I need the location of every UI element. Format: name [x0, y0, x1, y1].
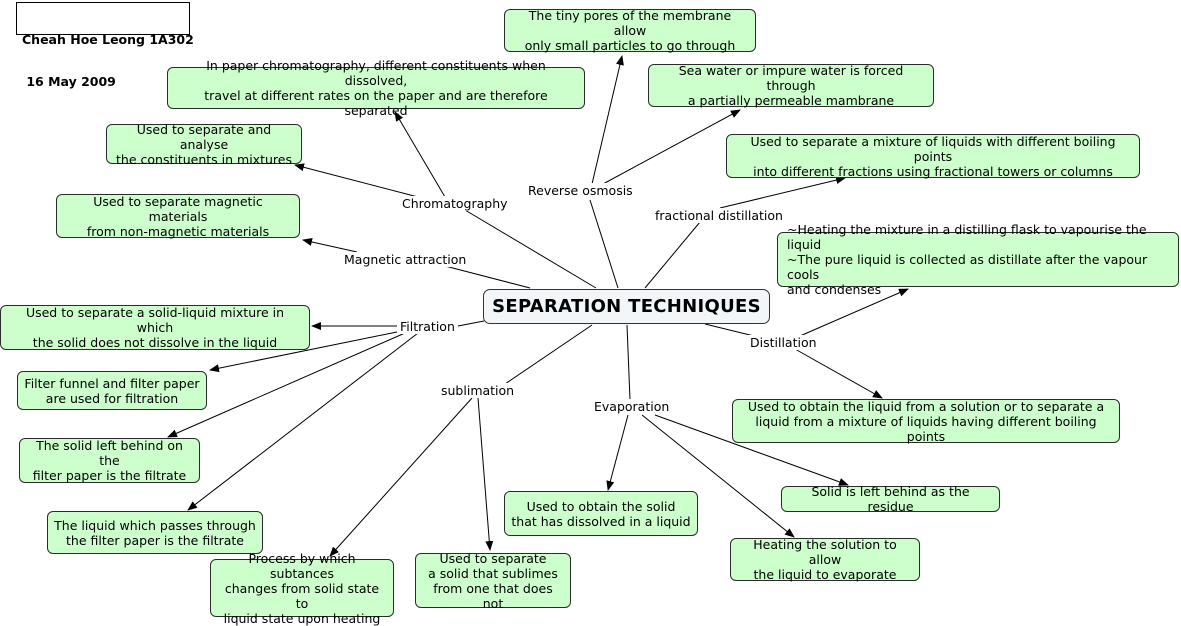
node-evap-residue[interactable]: Solid is left behind as the residue [781, 484, 1000, 514]
link-central-fractional [644, 221, 701, 289]
author-date: 16 May 2009 [22, 74, 116, 89]
arrow-dist-use [794, 348, 883, 399]
node-ro-forced[interactable]: Sea water or impure water is forced thro… [648, 63, 934, 108]
node-filt-funnel[interactable]: Filter funnel and filter paper are used … [17, 371, 207, 410]
node-frac-use[interactable]: Used to separate a mixture of liquids wi… [726, 134, 1140, 179]
central-topic[interactable]: SEPARATION TECHNIQUES [483, 289, 770, 324]
arrow-evap-heat [641, 414, 795, 538]
arrow-chrom-analyse [294, 163, 419, 198]
node-evap-obtain[interactable]: Used to obtain the solid that has dissol… [504, 491, 698, 536]
author-name: Cheah Hoe Leong 1A302 [22, 32, 194, 47]
node-dist-process[interactable]: ~Heating the mixture in a distilling fla… [777, 222, 1179, 297]
node-sub-use[interactable]: Used to separate a solid that sublimes f… [415, 551, 571, 611]
link-central-magnetic [444, 265, 531, 289]
link-central-distillation [704, 323, 755, 337]
label-filtration[interactable]: Filtration [398, 319, 457, 334]
arrow-evap-residue [654, 414, 849, 486]
arrow-sub-use [477, 397, 494, 551]
arrow-frac-use [719, 176, 846, 209]
node-chrom-analyse[interactable]: Used to separate and analyse the constit… [106, 122, 302, 167]
arrow-evap-obtain [606, 414, 629, 491]
arrow-mag-use [302, 238, 358, 253]
label-chromatography[interactable]: Chromatography [400, 196, 510, 211]
node-mag-use[interactable]: Used to separate magnetic materials from… [56, 194, 300, 239]
label-distillation[interactable]: Distillation [748, 335, 819, 350]
author-box: Cheah Hoe Leong 1A302 16 May 2009 [16, 2, 194, 89]
node-dist-use[interactable]: Used to obtain the liquid from a solutio… [732, 399, 1120, 444]
node-filt-use[interactable]: Used to separate a solid-liquid mixture … [0, 305, 310, 350]
node-ro-pores[interactable]: The tiny pores of the membrane allow onl… [504, 8, 756, 53]
link-central-reverse-osmosis [589, 199, 619, 289]
link-central-chromatography [464, 209, 597, 289]
arrow-filt-liquid [187, 332, 419, 511]
arrow-dist-process [799, 288, 909, 337]
arrow-chrom-paper [394, 111, 446, 198]
label-sublimation[interactable]: sublimation [439, 383, 517, 398]
node-filt-solid[interactable]: The solid left behind on the filter pape… [19, 438, 200, 483]
node-sub-process[interactable]: Process by which subtances changes from … [210, 551, 394, 626]
label-reverse-osmosis[interactable]: Reverse osmosis [526, 183, 635, 198]
link-central-sublimation [504, 324, 593, 385]
label-magnetic-attraction[interactable]: Magnetic attraction [342, 252, 469, 267]
node-filt-liquid[interactable]: The liquid which passes through the filt… [47, 511, 263, 554]
arrow-ro-forced [602, 109, 741, 185]
node-evap-heat[interactable]: Heating the solution to allow the liquid… [730, 537, 920, 582]
arrow-filt-solid [167, 332, 406, 438]
label-evaporation[interactable]: Evaporation [592, 399, 672, 414]
arrow-ro-pores [591, 55, 624, 185]
arrow-filt-funnel [209, 331, 398, 373]
node-chrom-paper[interactable]: In paper chromatography, different const… [167, 58, 585, 118]
arrow-sub-process [329, 397, 473, 557]
link-central-filtration [457, 320, 485, 327]
link-central-evaporation [626, 324, 631, 401]
label-fractional-distillation[interactable]: fractional distillation [653, 208, 785, 223]
